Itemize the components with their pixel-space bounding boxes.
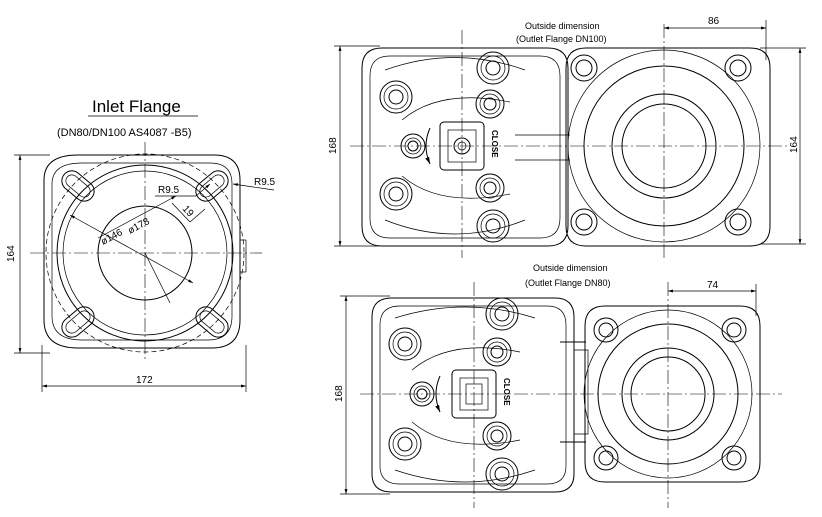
dn80-valve-mark: CLOSE xyxy=(502,378,511,406)
dn100-bolt xyxy=(476,209,510,243)
dn100-caption-line2: (Outlet Flange DN100) xyxy=(516,34,607,44)
dn80-bolt xyxy=(388,427,422,461)
dn80-outlet-body xyxy=(584,305,761,483)
dn100-outlet-bolt xyxy=(724,208,752,236)
dn80-bolt xyxy=(485,457,519,491)
inlet-subtitle: (DN80/DN100 AS4087 -B5) xyxy=(57,127,192,139)
inlet-dia-bolt: ø178 xyxy=(126,216,152,237)
dn80-caption-line2: (Outlet Flange DN80) xyxy=(525,278,611,288)
dn80-bolt xyxy=(388,327,422,361)
inlet-dim-height: 164 xyxy=(6,245,17,262)
inlet-body-outline xyxy=(43,154,241,349)
dn100-view: Outside dimension (Outlet Flange DN100) … xyxy=(328,16,806,258)
inlet-slot xyxy=(61,170,95,202)
inlet-dia-bore: ø146 xyxy=(99,227,125,248)
dn80-outlet-bolt xyxy=(593,317,619,343)
dn100-valve-mark: CLOSE xyxy=(490,130,499,158)
dn80-caption-line1: Outside dimension xyxy=(533,263,608,273)
inlet-radius-outer: R9.5 xyxy=(254,177,276,188)
dn80-bolt xyxy=(482,421,512,451)
dn100-caption-line1: Outside dimension xyxy=(525,21,600,31)
dn100-valve-body xyxy=(361,47,569,247)
dn100-outlet-bolt xyxy=(724,54,752,82)
inlet-slot xyxy=(195,306,229,338)
dn100-bolt xyxy=(379,80,413,114)
dn80-view: Outside dimension (Outlet Flange DN80) C… xyxy=(334,263,782,508)
dn100-outlet-bolt xyxy=(570,208,598,236)
inlet-flange-view: Inlet Flange (DN80/DN100 AS4087 -B5) xyxy=(6,97,276,392)
dn80-bolt xyxy=(482,337,512,367)
inlet-title: Inlet Flange xyxy=(92,97,181,116)
dn80-dim-top: 74 xyxy=(707,280,719,291)
dn100-bolt xyxy=(475,173,505,203)
dn100-dim-left: 168 xyxy=(328,137,339,154)
dn80-outlet-bolt xyxy=(721,445,747,471)
dn80-valve-body xyxy=(371,297,575,493)
dn100-outlet-bolt xyxy=(570,54,598,82)
dn100-dim-top: 86 xyxy=(708,16,720,27)
dn100-bolt xyxy=(475,89,505,119)
dn80-outlet-bolt xyxy=(721,317,747,343)
dn100-bolt xyxy=(379,177,413,211)
dn80-bolt xyxy=(485,297,519,331)
dn80-dim-left: 168 xyxy=(334,385,345,402)
inlet-slot-width: 19 xyxy=(180,204,196,220)
inlet-slot xyxy=(195,170,229,202)
inlet-slot xyxy=(61,306,95,338)
dn100-bolt xyxy=(476,51,510,85)
dn100-dim-right: 164 xyxy=(789,136,800,153)
inlet-dim-width: 172 xyxy=(136,375,153,386)
inlet-radius-inner: R9.5 xyxy=(158,185,180,196)
inlet-body-inner-outline xyxy=(51,162,233,341)
dn80-outlet-bolt xyxy=(593,445,619,471)
dn100-outlet-body xyxy=(565,47,771,247)
